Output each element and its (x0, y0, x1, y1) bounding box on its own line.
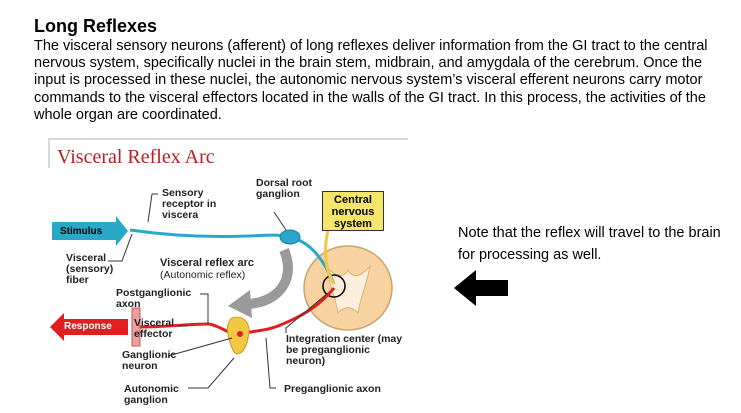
ganglionic-neuron-label: Ganglionic neuron (122, 349, 177, 372)
stimulus-arrow (52, 216, 128, 246)
left-arrow-icon (452, 268, 510, 308)
dorsal-root-label: Dorsal root ganglion (256, 177, 313, 200)
body-paragraph: The visceral sensory neurons (afferent) … (34, 38, 708, 123)
figure-title: Visceral Reflex Arc (57, 146, 215, 168)
visceral-fiber-label: Visceral (sensory) fiber (66, 252, 114, 286)
ganglionic-neuron-dot (237, 331, 243, 337)
note-text: Note that the reflex will travel to the … (458, 225, 721, 263)
response-label: Response (64, 321, 112, 332)
sensory-receptor-label: Sensory receptor in viscera (162, 187, 217, 221)
stimulus-label: Stimulus (60, 226, 103, 237)
figure-left-border (48, 138, 50, 168)
reflex-arc-label: Visceral reflex arc (160, 257, 254, 269)
preganglionic-axon-label: Preganglionic axon (284, 383, 381, 395)
visceral-effector (131, 307, 141, 347)
reflex-arc-figure: Visceral Reflex Arc (48, 138, 408, 410)
reflex-direction-arrow (247, 248, 293, 309)
preganglionic-path (242, 287, 336, 336)
integration-circle (322, 274, 346, 298)
cns-box: Central nervous system (322, 191, 384, 231)
dorsal-root-ganglion (279, 229, 301, 245)
reflex-arc-sublabel: (Autonomic reflex) (160, 269, 246, 281)
integration-center-label: Integration center (may be preganglionic… (286, 333, 403, 367)
postganglionic-label: Postganglionic axon (116, 287, 192, 310)
gray-matter (325, 264, 371, 315)
leader-lines (108, 193, 329, 389)
visceral-effector-label: Visceral effector (134, 317, 175, 340)
response-arrow (50, 313, 128, 341)
reflex-arc-diagram (50, 193, 393, 389)
reflex-direction-arrowhead (228, 290, 252, 318)
autonomic-ganglion-label: Autonomic ganglion (124, 383, 179, 406)
heading: Long Reflexes (34, 16, 158, 36)
sensory-fiber (129, 228, 293, 240)
cns-connector (324, 229, 336, 285)
figure-top-border (48, 138, 408, 140)
